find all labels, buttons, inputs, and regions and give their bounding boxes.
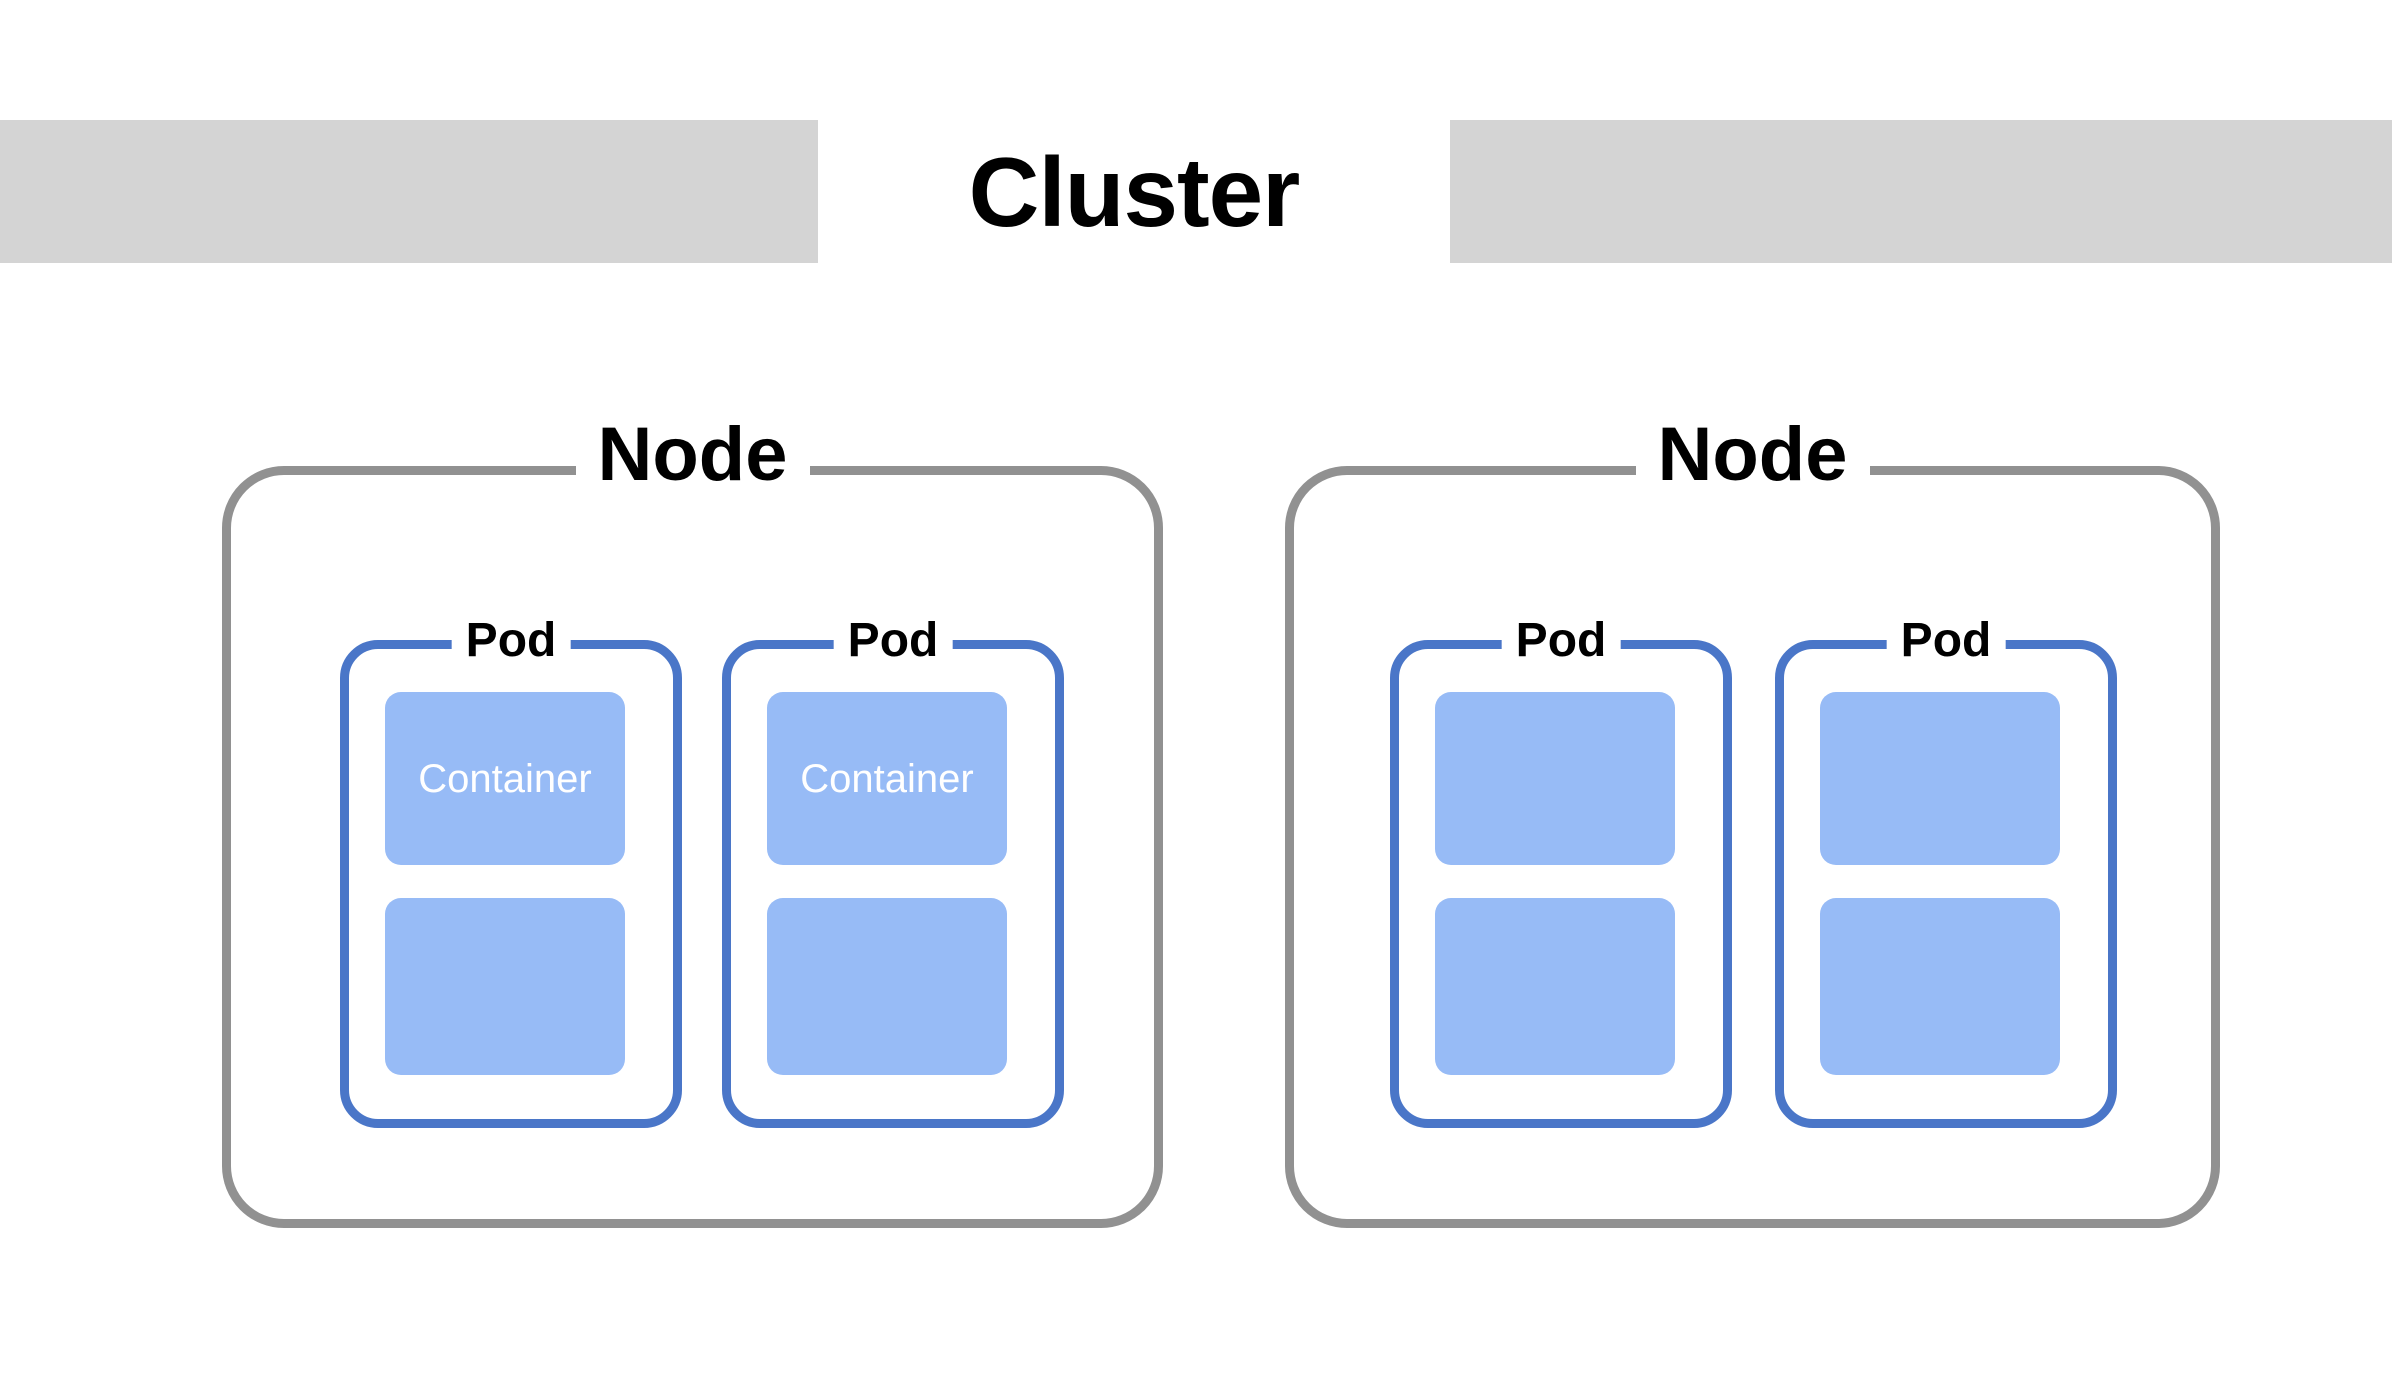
pod-group-2-2: Pod [1775,617,2117,1128]
cluster-title: Cluster [968,136,1301,247]
container-box-1-2-2 [767,898,1007,1075]
container-box-2-2-2 [1820,898,2060,1075]
container-box-1-1-1: Container [385,692,625,865]
node-label-2: Node [1635,417,1870,493]
pod-label-1-2: Pod [833,617,953,665]
node-group-2: Node [1285,417,2220,1228]
node-group-1: Node [222,417,1163,1228]
container-box-1-2-1: Container [767,692,1007,865]
pod-label-2-2: Pod [1886,617,2006,665]
container-box-2-1-2 [1435,898,1675,1075]
pod-group-1-1: Pod [340,617,682,1128]
node-label-1: Node [575,417,810,493]
pod-group-1-2: Pod [722,617,1064,1128]
pod-group-2-1: Pod [1390,617,1732,1128]
container-label-1-2-1: Container [800,756,974,801]
cluster-band-left [0,120,818,263]
cluster-band-right [1450,120,2392,263]
pod-label-2-1: Pod [1501,617,1621,665]
pod-label-1-1: Pod [451,617,571,665]
container-box-1-1-2 [385,898,625,1075]
container-box-2-2-1 [1820,692,2060,865]
container-label-1-1-1: Container [418,756,592,801]
container-box-2-1-1 [1435,692,1675,865]
